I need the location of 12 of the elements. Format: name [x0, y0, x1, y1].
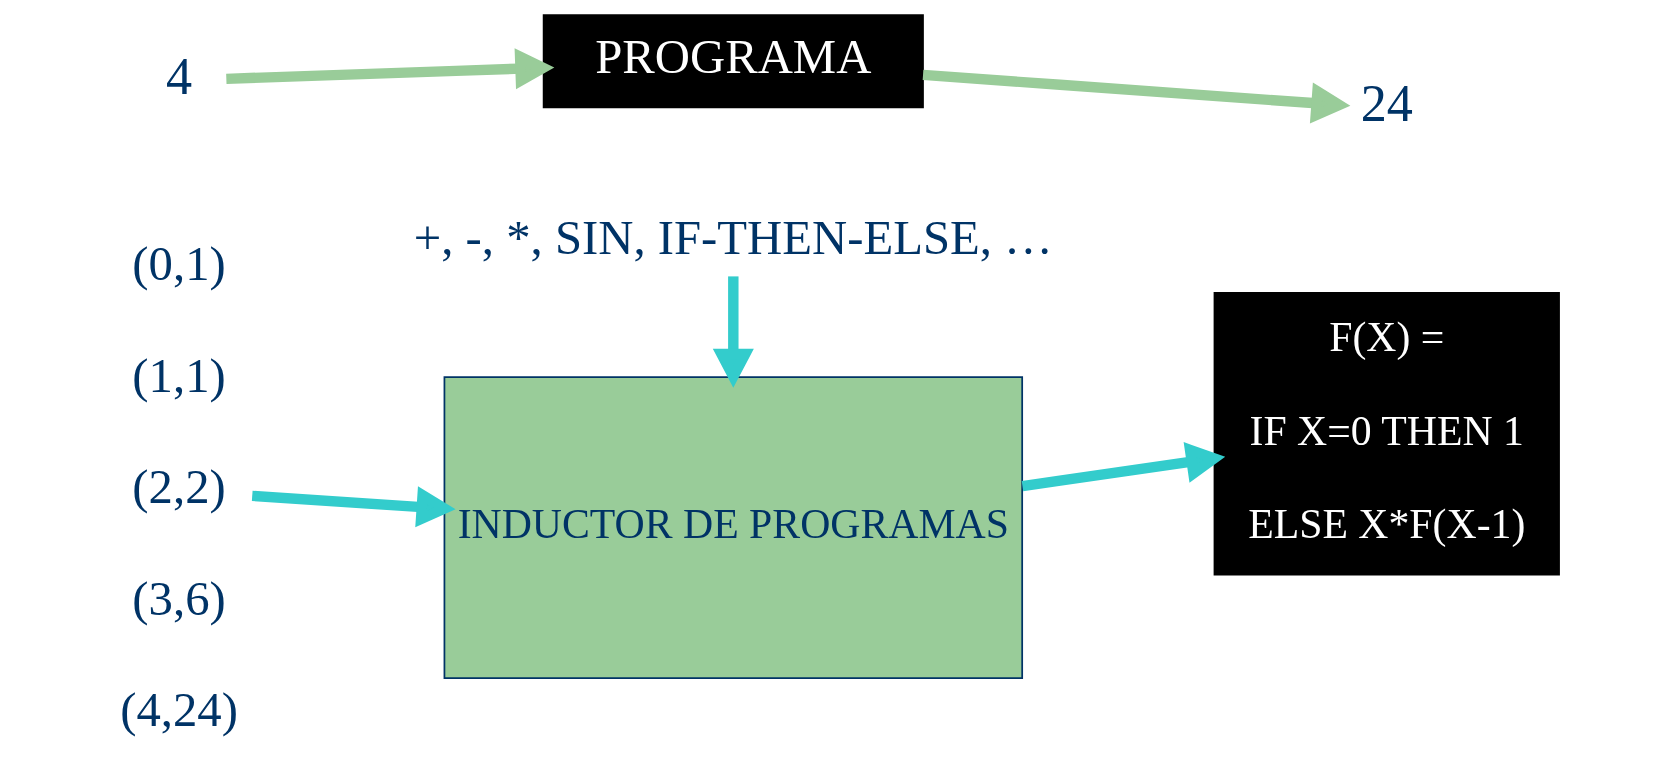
node-box: INDUCTOR DE PROGRAMAS [443, 376, 1023, 680]
node-text: 4 [165, 46, 192, 105]
node-box: F(X) = IF X=0 THEN 1 ELSE X*F(X-1) [1213, 291, 1560, 576]
node-text: 24 [1360, 74, 1413, 133]
arrow [251, 486, 456, 528]
arrow [712, 276, 754, 388]
arrow [225, 48, 554, 90]
node-text: +, -, *, SIN, IF-THEN-ELSE, … [413, 211, 1053, 266]
arrow [922, 69, 1350, 124]
node-text: (0,1) (1,1) (2,2) (3,6) (4,24) [119, 237, 238, 737]
arrow [1021, 442, 1225, 492]
node-box: PROGRAMA [542, 14, 924, 109]
